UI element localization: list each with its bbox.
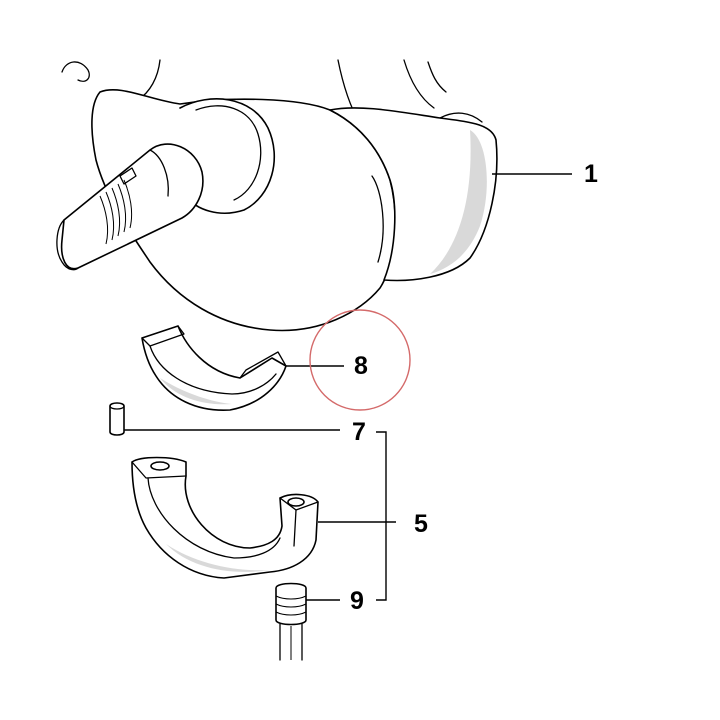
crankshaft-top-contour-web bbox=[403, 59, 435, 109]
dowel-pin-body bbox=[109, 402, 125, 436]
shaft-threads bbox=[99, 179, 133, 245]
bracket-7-9 bbox=[376, 431, 387, 601]
bolt-part bbox=[275, 582, 307, 661]
dowel-pin-part bbox=[109, 402, 125, 436]
callout-7: 7 bbox=[352, 418, 366, 446]
bolt-head bbox=[275, 582, 307, 626]
callout-1: 1 bbox=[584, 160, 598, 188]
shaft-end bbox=[56, 219, 79, 271]
journal-hub-inner bbox=[195, 105, 262, 201]
bolt-thread-lines bbox=[275, 595, 307, 616]
bearing-cap-shading bbox=[166, 544, 270, 572]
crankshaft-top-contour-left bbox=[61, 61, 90, 82]
crankshaft-shaft bbox=[60, 143, 204, 270]
dowel-pin-top bbox=[109, 405, 125, 410]
bearing-shell-shading bbox=[160, 378, 232, 405]
bearing-cap-right-bolt-hole bbox=[287, 497, 305, 507]
bearing-cap-inner-arc bbox=[147, 477, 281, 559]
callout-5: 5 bbox=[414, 510, 428, 538]
bearing-shell-right-tab bbox=[239, 351, 287, 379]
bearing-cap-left-lug-top bbox=[131, 461, 187, 479]
bearing-shell-part bbox=[141, 325, 287, 411]
bearing-cap-left-bolt-hole bbox=[150, 461, 170, 471]
bearing-cap-body bbox=[131, 456, 319, 579]
leader-lines bbox=[124, 173, 572, 601]
counterweight-shading bbox=[430, 130, 487, 274]
crankshaft-upper-body bbox=[140, 60, 330, 100]
counterweight-inner-edge bbox=[371, 175, 384, 263]
callout-8: 8 bbox=[354, 352, 368, 380]
bearing-cap-right-lug-side bbox=[293, 509, 297, 547]
crankshaft-top-contour-web2 bbox=[427, 61, 447, 93]
bearing-shell-left-tab bbox=[141, 325, 185, 347]
crankshaft-part bbox=[56, 59, 498, 332]
callout-9: 9 bbox=[350, 587, 364, 615]
bearing-cap-part bbox=[131, 456, 319, 579]
counterweight-top-edge bbox=[439, 112, 483, 123]
shaft-keyway bbox=[119, 167, 137, 185]
shaft-step bbox=[149, 149, 169, 197]
bearing-shell-inner-arc bbox=[149, 345, 277, 395]
highlight-circle bbox=[309, 309, 411, 411]
